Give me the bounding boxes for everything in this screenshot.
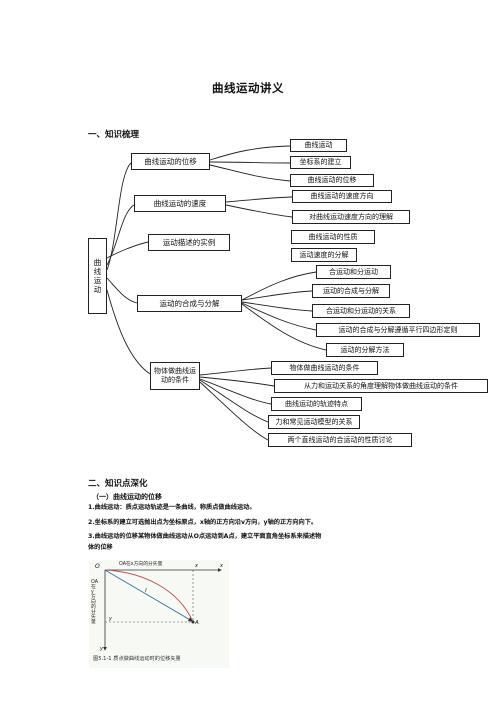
label-l: l (145, 588, 147, 594)
leaf-composition-decomposition: 运动的合成与分解 (312, 284, 390, 298)
label-y-axis: y (100, 646, 103, 652)
leaf-properties: 曲线运动的性质 (291, 230, 375, 244)
displacement-figure: O OA在x方向的分矢量 OA在y方向的分矢量 x x y y l A 图5.1… (89, 560, 229, 668)
branch-displacement: 曲线运动的位移 (131, 153, 210, 170)
label-y-component: OA在y方向的分矢量 (91, 580, 98, 625)
leaf-curvilinear-motion: 曲线运动 (290, 139, 347, 152)
branch-composition: 运动的合成与分解 (137, 295, 242, 312)
paragraph-3: 3.曲线运动的位移某物体做曲线运动从O点运动到A点，建立平面直角坐标系来描述物 (88, 533, 322, 540)
leaf-coordinate-system: 坐标系的建立 (290, 156, 351, 169)
leaf-decomposition-method: 运动的分解方法 (326, 343, 404, 357)
leaf-two-linear-motions: 两个直线运动的合运动的性质讨论 (268, 433, 412, 447)
leaf-parallelogram-rule: 运动的合成与分解遵循平行四边形定则 (316, 323, 480, 337)
page-title: 曲线运动讲义 (212, 81, 284, 95)
leaf-relationship: 合运动和分运动的关系 (312, 304, 410, 318)
subsection-heading-1: （一）曲线运动的位移 (92, 493, 162, 501)
label-ya: y (109, 616, 112, 622)
leaf-displacement: 曲线运动的位移 (290, 174, 374, 187)
label-xa: x (195, 563, 198, 569)
leaf-velocity-decomposition: 运动速度的分解 (291, 248, 357, 262)
label-x-component: OA在x方向的分矢量 (119, 562, 163, 567)
label-x-axis: x (220, 563, 223, 569)
leaf-resultant-components: 合运动和分运动 (316, 265, 391, 279)
leaf-trajectory-features: 曲线运动的轨迹特点 (271, 397, 362, 411)
mindmap-root: 曲线运动 (88, 238, 107, 314)
branch-velocity: 曲线运动的速度 (134, 195, 226, 212)
figure-caption: 图5.1-1 质点做曲线运动时的位移矢量 (93, 656, 181, 662)
section-heading-2: 二、知识点深化 (88, 479, 148, 489)
branch-conditions: 物体做曲线运动的条件 (150, 362, 200, 390)
leaf-curvilinear-condition: 物体做曲线运动的条件 (271, 361, 378, 375)
label-point-a: A (195, 620, 199, 626)
paragraph-1: 1.曲线运动：质点运动轨迹是一条曲线，称质点做曲线运动。 (88, 504, 256, 511)
paragraph-2: 2.坐标系的建立可选抛出点为坐标原点，x轴的正方向沿v方向，y轴的正方向向下。 (88, 519, 318, 526)
leaf-force-motion-understanding: 从力和运动关系的角度理解物体做曲线运动的条件 (274, 379, 488, 393)
leaf-velocity-understanding: 对曲线运动速度方向的理解 (292, 210, 410, 224)
leaf-velocity-direction: 曲线运动的速度方向 (292, 190, 392, 203)
label-origin: O (95, 563, 100, 570)
leaf-force-models: 力和常见运动模型的关系 (268, 415, 360, 429)
section-heading-1: 一、知识梳理 (88, 130, 140, 140)
paragraph-3-cont: 体的位移 (88, 544, 113, 551)
branch-examples: 运动描述的实例 (148, 234, 230, 251)
mindmap-connectors (106, 145, 327, 441)
